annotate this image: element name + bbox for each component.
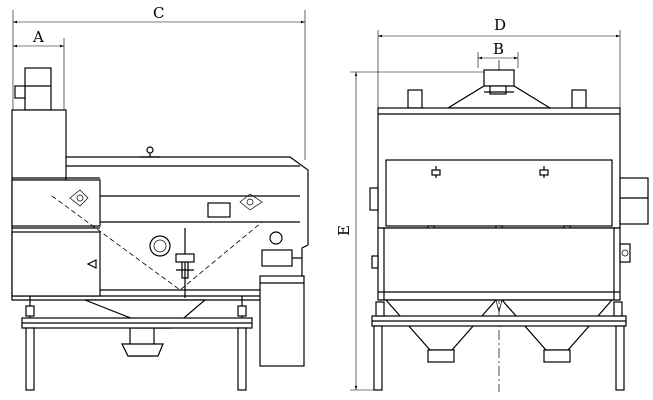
side-view: C A <box>11 4 309 391</box>
dimension-a: A <box>13 28 65 110</box>
panel-latch-right <box>539 166 549 178</box>
dimension-label-c: C <box>153 4 164 22</box>
sight-glass <box>149 235 171 257</box>
upper-housing <box>11 109 67 181</box>
dimension-e: E <box>335 71 498 391</box>
access-door <box>11 231 101 297</box>
panel-latch-left <box>431 166 441 178</box>
front-lower-body <box>377 227 621 301</box>
feed-box <box>11 179 101 227</box>
front-motor <box>619 177 649 225</box>
front-support-frame <box>371 301 627 391</box>
inspection-window <box>207 202 231 218</box>
front-view: D B E <box>335 16 649 392</box>
main-body <box>11 156 309 301</box>
dimension-label-e: E <box>335 225 353 236</box>
top-handle <box>140 146 160 158</box>
top-inlet <box>445 69 553 109</box>
discharge-box <box>259 275 305 367</box>
dimension-b: B <box>477 40 519 68</box>
internal-screen <box>51 195 263 291</box>
dimension-label-a: A <box>32 28 44 46</box>
side-motor <box>261 231 302 267</box>
center-valve <box>175 228 195 298</box>
top-vent-left <box>407 89 423 109</box>
dimension-c: C <box>12 4 306 160</box>
dimension-label-d: D <box>494 16 506 34</box>
dimension-label-b: B <box>493 40 504 58</box>
top-vent-right <box>571 89 587 109</box>
side-support-frame <box>21 296 253 391</box>
front-panel <box>385 159 613 227</box>
top-motor <box>14 67 52 111</box>
dimension-d: D <box>377 16 621 108</box>
